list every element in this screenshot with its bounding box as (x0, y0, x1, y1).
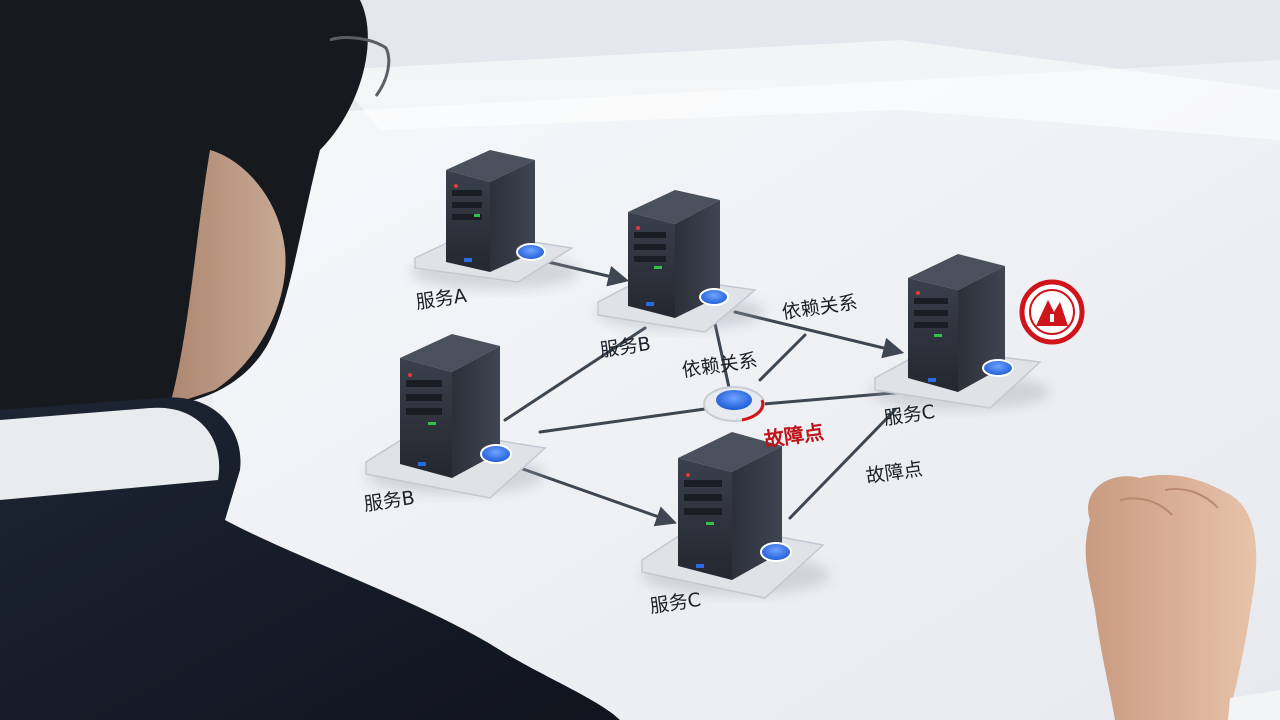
light-streak (330, 40, 1280, 140)
status-dot-icon (982, 359, 1014, 377)
status-dot-icon (760, 542, 792, 562)
server-node-a[interactable] (410, 150, 580, 290)
edge-b2-c2 (518, 466, 677, 527)
server-node-c-bottom[interactable] (640, 432, 830, 599)
person-silhouette (0, 0, 620, 720)
server-node-b-left[interactable] (365, 334, 547, 499)
server-icon (628, 190, 720, 318)
hand (1085, 474, 1280, 720)
edge-b-b2 (503, 326, 647, 422)
edge-c-hub (758, 333, 807, 382)
warning-icon[interactable] (1019, 279, 1085, 345)
edge-b2-hub (538, 406, 714, 434)
edge-b-c (733, 310, 905, 359)
server-icon (446, 150, 535, 272)
status-dot-icon (699, 288, 729, 306)
status-dot-icon (480, 444, 512, 464)
status-dot-icon (516, 243, 546, 261)
server-node-b-top[interactable] (595, 190, 765, 333)
server-icon (400, 334, 500, 478)
hub-node-icon[interactable] (703, 386, 765, 422)
server-node-c-right[interactable] (870, 254, 1050, 410)
edge-c-c2 (788, 408, 897, 520)
